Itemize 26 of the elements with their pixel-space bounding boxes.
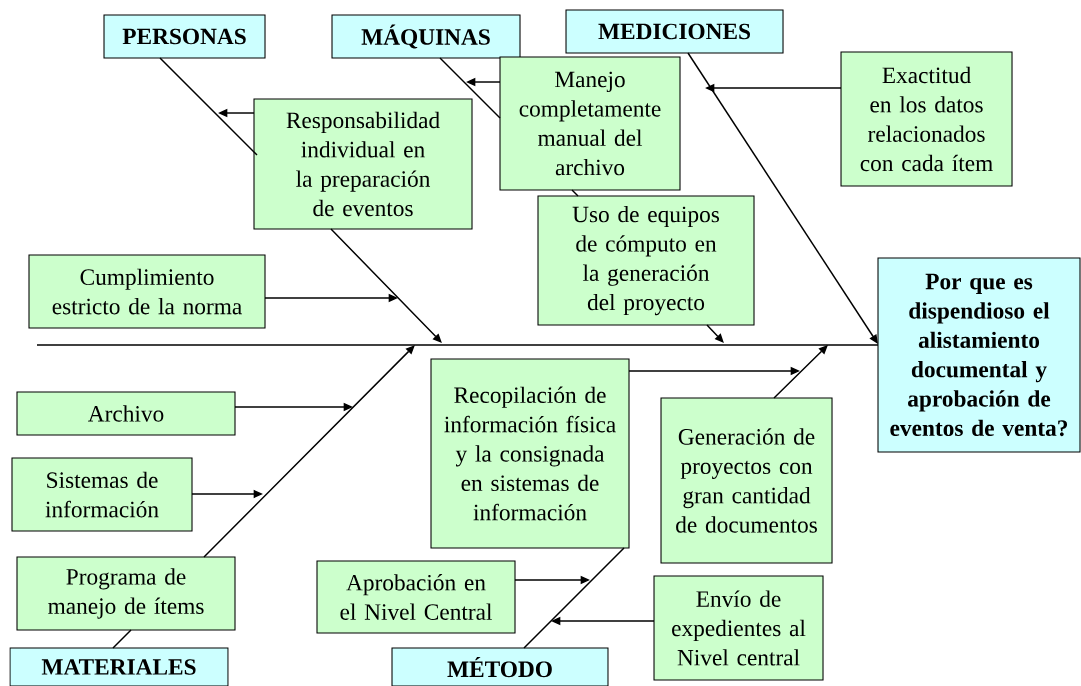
arrow xyxy=(706,324,724,343)
cause-box: Manejo completamente manual del archivo xyxy=(499,56,681,191)
bone-line xyxy=(523,345,828,649)
cause-box: Aprobación en el Nivel Central xyxy=(316,560,516,634)
category-box: PERSONAS xyxy=(103,14,266,59)
cause-box: Uso de equipos de cómputo en la generación del proyecto xyxy=(537,195,755,326)
cause-box: Programa de manejo de ítems xyxy=(16,556,236,631)
effect-box: Por que es dispendioso el alistamiento documental y aprobación de eventos de venta? xyxy=(877,257,1081,453)
category-box: MATERIALES xyxy=(9,647,229,686)
cause-box: Responsabilidad individual en la preparación de eventos xyxy=(253,98,473,230)
bone-line xyxy=(439,57,501,119)
cause-box: Cumplimiento estricto de la norma xyxy=(28,254,266,329)
bone-line xyxy=(112,345,415,649)
cause-box: Exactitud en los datos relacionados con cada ítem xyxy=(840,51,1013,187)
cause-box: Recopilación de información física y la consignada en sistemas de información xyxy=(430,358,630,549)
category-box: MÁQUINAS xyxy=(331,14,521,59)
category-box: MÉTODO xyxy=(391,647,609,686)
cause-box: Archivo xyxy=(16,391,236,436)
cause-box: Sistemas de información xyxy=(11,457,193,532)
category-box: MEDICIONES xyxy=(565,9,784,54)
cause-box: Generación de proyectos con gran cantidad de documentos xyxy=(660,397,833,564)
bone-line xyxy=(159,57,442,343)
bone-line xyxy=(687,52,878,344)
bone-line xyxy=(571,189,579,197)
cause-box: Envío de expedientes al Nivel central xyxy=(653,575,824,681)
spine-line xyxy=(36,344,879,346)
